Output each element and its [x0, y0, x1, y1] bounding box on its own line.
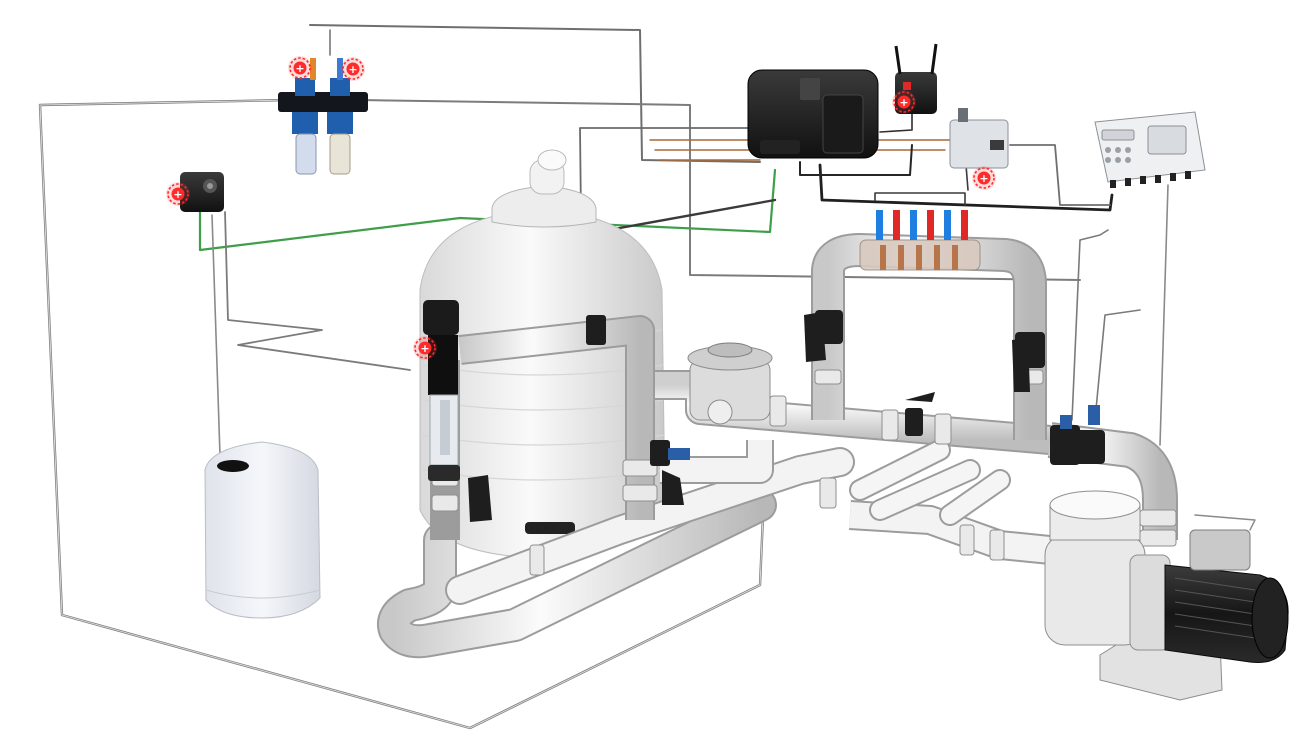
- ball-valve[interactable]: [586, 315, 606, 345]
- hotspot-dosing-pump-right[interactable]: +: [341, 57, 365, 81]
- probe-manifold[interactable]: [859, 210, 981, 271]
- junction-box[interactable]: [949, 108, 1009, 169]
- filter-lid: [491, 185, 597, 228]
- hotspot-sensor-chamber[interactable]: +: [413, 336, 437, 360]
- probe: [876, 210, 968, 240]
- ball-valve-handle[interactable]: [468, 475, 492, 522]
- cable-top-run: [309, 24, 761, 163]
- hotspot-wifi-module[interactable]: +: [892, 90, 916, 114]
- sensor-chamber[interactable]: [423, 300, 460, 481]
- controller[interactable]: [747, 69, 879, 159]
- ball-valve-handle[interactable]: [1012, 338, 1030, 392]
- chemical-tank[interactable]: [204, 441, 321, 619]
- dosing-pumps[interactable]: [278, 58, 368, 175]
- hotspot-plus-icon: +: [173, 188, 182, 201]
- cable-green: [198, 168, 777, 252]
- cable-flow-chamber: [224, 211, 411, 371]
- cable-controller-manifold: [818, 163, 1114, 212]
- hotspot-plus-icon: +: [348, 63, 357, 76]
- hotspot-plus-icon: +: [420, 342, 429, 355]
- ball-valve-handle[interactable]: [662, 470, 684, 505]
- wiring: [38, 24, 1256, 730]
- filter-bowl: [295, 133, 317, 175]
- pump-terminal-box: [1189, 529, 1251, 571]
- ball-valve[interactable]: [650, 440, 670, 466]
- control-panel[interactable]: [1094, 111, 1206, 188]
- hotspot-plus-icon: +: [979, 172, 988, 185]
- ball-valves[interactable]: [468, 310, 1105, 522]
- cable-panel-down: [1159, 184, 1169, 446]
- hotspot-flow-pump[interactable]: +: [166, 182, 190, 206]
- hotspot-plus-icon: +: [899, 96, 908, 109]
- hotspot-junction-box[interactable]: +: [972, 166, 996, 190]
- cable-suction-line: [211, 214, 221, 456]
- filter-bowl: [329, 133, 351, 175]
- multiport-valve[interactable]: [687, 342, 773, 425]
- circulation-pump[interactable]: [1044, 490, 1289, 701]
- tank-cap: [217, 460, 249, 472]
- cable-dosing-controller: [359, 99, 1081, 281]
- filter-drain-valve[interactable]: [525, 522, 575, 534]
- cable-junction-panel: [1009, 144, 1111, 206]
- flow-pump[interactable]: [180, 172, 224, 212]
- hotspot-dosing-pump-left[interactable]: +: [288, 56, 312, 80]
- hotspot-plus-icon: +: [295, 62, 304, 75]
- panel-display: [1147, 125, 1187, 155]
